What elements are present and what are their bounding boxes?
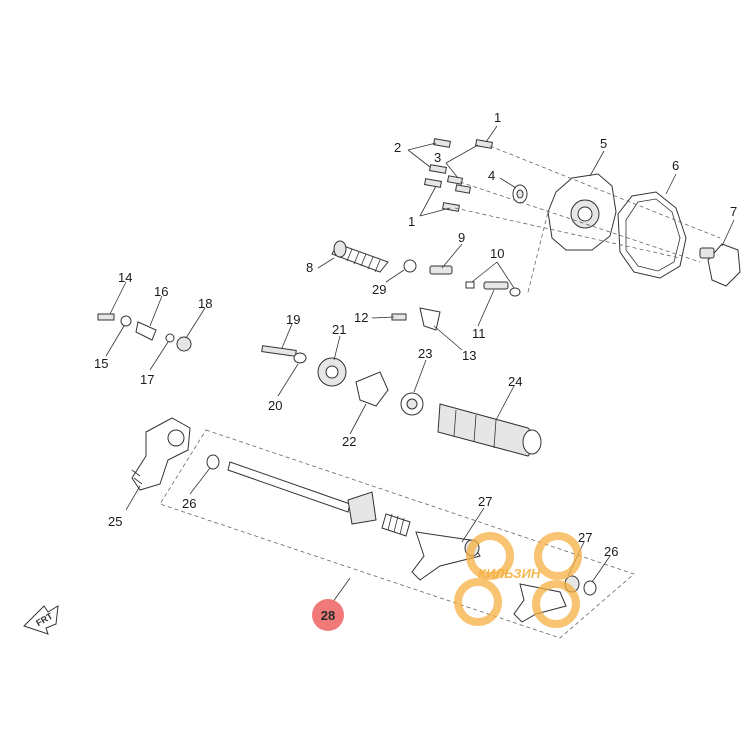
highlight-28[interactable]: 28 (312, 599, 344, 631)
label-23: 23 (418, 346, 432, 361)
front-arrow-icon: FRT (23, 605, 59, 635)
label-22: 22 (342, 434, 356, 449)
label-29: 29 (372, 282, 386, 297)
spring-group (331, 240, 521, 331)
label-1-bottom: 1 (408, 214, 415, 229)
label-11: 11 (472, 326, 486, 341)
label-2: 2 (394, 140, 401, 155)
highlight-28-label: 28 (321, 608, 335, 623)
label-27-right: 27 (578, 530, 592, 545)
label-10: 10 (490, 246, 504, 261)
label-16: 16 (154, 284, 168, 299)
label-26-left: 26 (182, 496, 196, 511)
label-12: 12 (354, 310, 368, 325)
label-17: 17 (140, 372, 154, 387)
label-9: 9 (458, 230, 465, 245)
label-20: 20 (268, 398, 282, 413)
label-27-top: 27 (478, 494, 492, 509)
label-24: 24 (508, 374, 522, 389)
label-3: 3 (434, 150, 441, 165)
label-6: 6 (672, 158, 679, 173)
label-5: 5 (600, 136, 607, 151)
label-26-right: 26 (604, 544, 618, 559)
watermark-text: КИЛЬЗИН (478, 566, 541, 581)
watermark-logo: КИЛЬЗИН (454, 532, 582, 628)
label-18: 18 (198, 296, 212, 311)
label-4: 4 (488, 168, 495, 183)
label-13: 13 (462, 348, 476, 363)
highlight-28-circle[interactable] (312, 599, 344, 631)
shift-fork-assembly (131, 417, 635, 639)
label-19: 19 (286, 312, 300, 327)
leader-lines (105, 125, 735, 607)
left-small-parts (97, 313, 192, 352)
label-25: 25 (108, 514, 122, 529)
bolt-group (424, 138, 493, 212)
cover-group (424, 138, 741, 293)
shift-drum-group (261, 345, 542, 457)
part-labels: 1 2 3 4 5 6 7 1 8 9 10 29 11 12 13 14 15… (94, 110, 737, 559)
label-8: 8 (306, 260, 313, 275)
label-1-top: 1 (494, 110, 501, 125)
label-7: 7 (730, 204, 737, 219)
label-15: 15 (94, 356, 108, 371)
label-21: 21 (332, 322, 346, 337)
label-14: 14 (118, 270, 132, 285)
